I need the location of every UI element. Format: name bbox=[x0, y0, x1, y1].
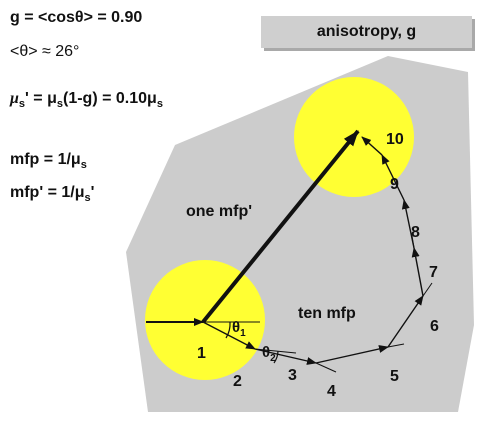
subscript-s: s bbox=[84, 192, 91, 205]
random-walk-path bbox=[202, 136, 424, 365]
reference-line-2 bbox=[254, 348, 297, 354]
scatter-tick bbox=[387, 343, 405, 348]
scatter-ticks bbox=[315, 235, 433, 373]
g-definition: g = <cosθ> = 0.90 bbox=[10, 9, 143, 26]
mfp-equation: mfp = 1/μs bbox=[10, 150, 87, 175]
walk-step bbox=[315, 345, 389, 364]
subscript-s: s bbox=[156, 98, 163, 111]
scatter-tick bbox=[411, 235, 415, 249]
step-number-3: 3 bbox=[288, 367, 297, 384]
scatter-tick bbox=[422, 282, 433, 297]
mean-angle: <θ> ≈ 26° bbox=[10, 43, 80, 60]
step-number-1: 1 bbox=[197, 345, 206, 362]
equation-part: mfp = 1/μ bbox=[10, 151, 81, 168]
step-number-5: 5 bbox=[390, 368, 399, 385]
theta1-subscript: 1 bbox=[240, 328, 246, 339]
subscript-s: s bbox=[18, 98, 26, 111]
mu-symbol: μ bbox=[10, 90, 19, 107]
equation-part: ' = μ bbox=[25, 90, 57, 107]
walk-step bbox=[381, 154, 405, 201]
one-mfp-arrow bbox=[201, 129, 360, 324]
step-number-9: 9 bbox=[390, 176, 399, 193]
theta2-label: θ2 bbox=[262, 344, 276, 364]
walk-step bbox=[387, 295, 424, 348]
reduced-scattering-equation: μs' = μs(1-g) = 0.10μs bbox=[10, 89, 163, 114]
mfp-prime-equation: mfp' = 1/μs' bbox=[10, 183, 94, 208]
title-label: anisotropy, g bbox=[316, 23, 417, 40]
equation-part: (1-g) = 0.10μ bbox=[62, 90, 157, 107]
anisotropy-title-box: anisotropy, g bbox=[261, 16, 472, 48]
theta-symbol: θ bbox=[262, 344, 270, 361]
walk-step bbox=[254, 348, 317, 365]
walk-step bbox=[411, 247, 424, 297]
step-number-7: 7 bbox=[429, 264, 438, 281]
step-numbers: 1 2 3 4 5 6 7 8 9 10 bbox=[197, 131, 439, 400]
scatter-tick bbox=[315, 362, 337, 373]
theta-symbol: θ bbox=[232, 319, 240, 336]
theta2-arc bbox=[273, 350, 279, 364]
theta2-subscript: 2 bbox=[270, 353, 276, 364]
walk-step bbox=[202, 321, 256, 350]
step-number-2: 2 bbox=[233, 373, 242, 390]
one-mfp-label: one mfp' bbox=[186, 203, 252, 220]
prime-symbol: ' bbox=[90, 184, 95, 201]
step-number-10: 10 bbox=[386, 131, 404, 148]
subscript-s: s bbox=[80, 159, 87, 172]
subscript-s: s bbox=[56, 98, 63, 111]
walk-step bbox=[361, 136, 383, 156]
step-number-6: 6 bbox=[430, 318, 439, 335]
step-number-8: 8 bbox=[411, 224, 420, 241]
theta1-label: θ1 bbox=[232, 319, 246, 339]
ten-mfp-label: ten mfp bbox=[298, 305, 356, 322]
step-number-4: 4 bbox=[327, 383, 336, 400]
equation-part: mfp' = 1/μ bbox=[10, 184, 85, 201]
theta1-arc bbox=[225, 321, 231, 339]
